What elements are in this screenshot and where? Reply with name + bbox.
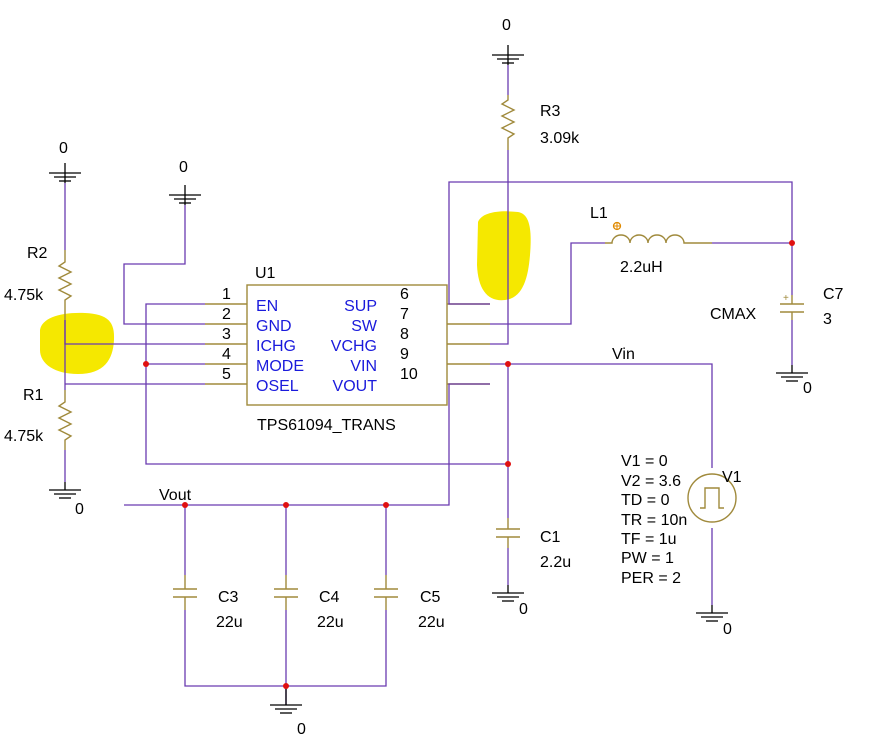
junction-dot bbox=[789, 240, 795, 246]
ground-symbol-gnd-pin bbox=[169, 185, 201, 205]
u1-pin-vin: VIN bbox=[350, 358, 377, 375]
ground-symbol-c7 bbox=[776, 365, 808, 382]
u1-pin-4-num: 4 bbox=[222, 346, 231, 363]
u1-part: TPS61094_TRANS bbox=[257, 417, 396, 434]
ground-label-c1: 0 bbox=[519, 601, 528, 618]
wire-l1-c7 bbox=[712, 242, 793, 295]
r1-ref: R1 bbox=[23, 387, 44, 404]
c1-ref: C1 bbox=[540, 529, 561, 546]
l1-ref: L1 bbox=[590, 205, 608, 222]
c7-model: CMAX bbox=[710, 306, 757, 323]
u1-pin-osel: OSEL bbox=[256, 378, 299, 395]
resistor-r3[interactable] bbox=[500, 95, 516, 150]
r1-value: 4.75k bbox=[4, 428, 44, 445]
v1-param-pw: PW = 1 bbox=[621, 550, 674, 567]
u1-pin-10-num: 10 bbox=[400, 366, 418, 383]
junction-dot bbox=[283, 502, 289, 508]
u1-pin-1-num: 1 bbox=[222, 286, 231, 303]
junction-dot bbox=[143, 361, 149, 367]
ground-label-caps: 0 bbox=[297, 721, 306, 738]
u1-pin-9-num: 9 bbox=[400, 346, 409, 363]
capacitor-c7[interactable]: + bbox=[780, 293, 804, 320]
c4-ref: C4 bbox=[319, 589, 340, 606]
capacitor-c1[interactable] bbox=[496, 518, 520, 548]
v1-ref: V1 bbox=[722, 469, 742, 486]
capacitor-c4[interactable] bbox=[274, 575, 298, 610]
junction-dot bbox=[383, 502, 389, 508]
c3-value: 22u bbox=[216, 614, 243, 631]
ground-symbol-v1 bbox=[696, 605, 728, 622]
r2-ref: R2 bbox=[27, 245, 48, 262]
c5-ref: C5 bbox=[420, 589, 441, 606]
l1-value: 2.2uH bbox=[620, 259, 663, 276]
ground-label-gnd-pin: 0 bbox=[179, 159, 188, 176]
svg-text:+: + bbox=[783, 293, 789, 304]
r2-value: 4.75k bbox=[4, 287, 44, 304]
ground-symbol-r1 bbox=[49, 482, 81, 499]
u1-pin-gnd: GND bbox=[256, 318, 292, 335]
ground-label-r2: 0 bbox=[59, 140, 68, 157]
v1-param-tr: TR = 10n bbox=[621, 512, 687, 529]
u1-pin-6-num: 6 bbox=[400, 286, 409, 303]
ground-label-r1: 0 bbox=[75, 501, 84, 518]
u1-pin-mode: MODE bbox=[256, 358, 304, 375]
voltage-source-v1[interactable] bbox=[687, 473, 737, 523]
resistor-r1[interactable] bbox=[57, 390, 73, 450]
junction-dot bbox=[283, 683, 289, 689]
junction-dot bbox=[182, 502, 188, 508]
u1-pin-3-num: 3 bbox=[222, 326, 231, 343]
wire-vchg bbox=[490, 150, 509, 345]
wire-sup bbox=[448, 181, 793, 305]
r3-ref: R3 bbox=[540, 103, 561, 120]
v1-param-td: TD = 0 bbox=[621, 492, 670, 509]
ground-symbol-c1 bbox=[492, 585, 524, 602]
u1-pin-2-num: 2 bbox=[222, 306, 231, 323]
net-label-vout: Vout bbox=[159, 487, 192, 504]
u1-ref: U1 bbox=[255, 265, 276, 282]
resistor-r2[interactable] bbox=[57, 250, 73, 320]
wire-vin bbox=[490, 363, 713, 468]
u1-pin-en: EN bbox=[256, 298, 278, 315]
net-label-vin: Vin bbox=[612, 346, 635, 363]
u1-body[interactable] bbox=[246, 284, 448, 406]
u1-pin-5-num: 5 bbox=[222, 366, 231, 383]
highlight-mark-top bbox=[477, 211, 531, 301]
capacitor-c5[interactable] bbox=[374, 575, 398, 610]
c3-ref: C3 bbox=[218, 589, 239, 606]
c7-value: 3 bbox=[823, 311, 832, 328]
v1-param-per: PER = 2 bbox=[621, 570, 681, 587]
u1-pin-sw: SW bbox=[351, 318, 378, 335]
u1-pin-7-num: 7 bbox=[400, 306, 409, 323]
v1-param-v1: V1 = 0 bbox=[621, 453, 668, 470]
ground-label-top: 0 bbox=[502, 17, 511, 34]
c1-value: 2.2u bbox=[540, 554, 571, 571]
junction-dot bbox=[505, 461, 511, 467]
u1-pin-8-num: 8 bbox=[400, 326, 409, 343]
inductor-l1[interactable] bbox=[605, 221, 712, 244]
ground-label-c7: 0 bbox=[803, 380, 812, 397]
u1-pin-ichg: ICHG bbox=[256, 338, 296, 355]
v1-param-v2: V2 = 3.6 bbox=[621, 473, 681, 490]
v1-param-tf: TF = 1u bbox=[621, 531, 677, 548]
u1-pin-vout: VOUT bbox=[333, 378, 378, 395]
u1-pin-vchg: VCHG bbox=[331, 338, 377, 355]
wire-sw bbox=[490, 242, 605, 325]
ground-symbol-r2 bbox=[49, 163, 81, 183]
capacitor-c3[interactable] bbox=[173, 575, 197, 610]
wire-gnd-pin bbox=[123, 205, 205, 325]
junction-dot bbox=[505, 361, 511, 367]
c7-ref: C7 bbox=[823, 286, 844, 303]
c5-value: 22u bbox=[418, 614, 445, 631]
r3-value: 3.09k bbox=[540, 130, 580, 147]
ground-label-v1: 0 bbox=[723, 621, 732, 638]
ground-symbol-caps bbox=[270, 686, 302, 714]
ground-symbol-top-r3 bbox=[492, 45, 524, 65]
c4-value: 22u bbox=[317, 614, 344, 631]
u1-pin-sup: SUP bbox=[344, 298, 377, 315]
